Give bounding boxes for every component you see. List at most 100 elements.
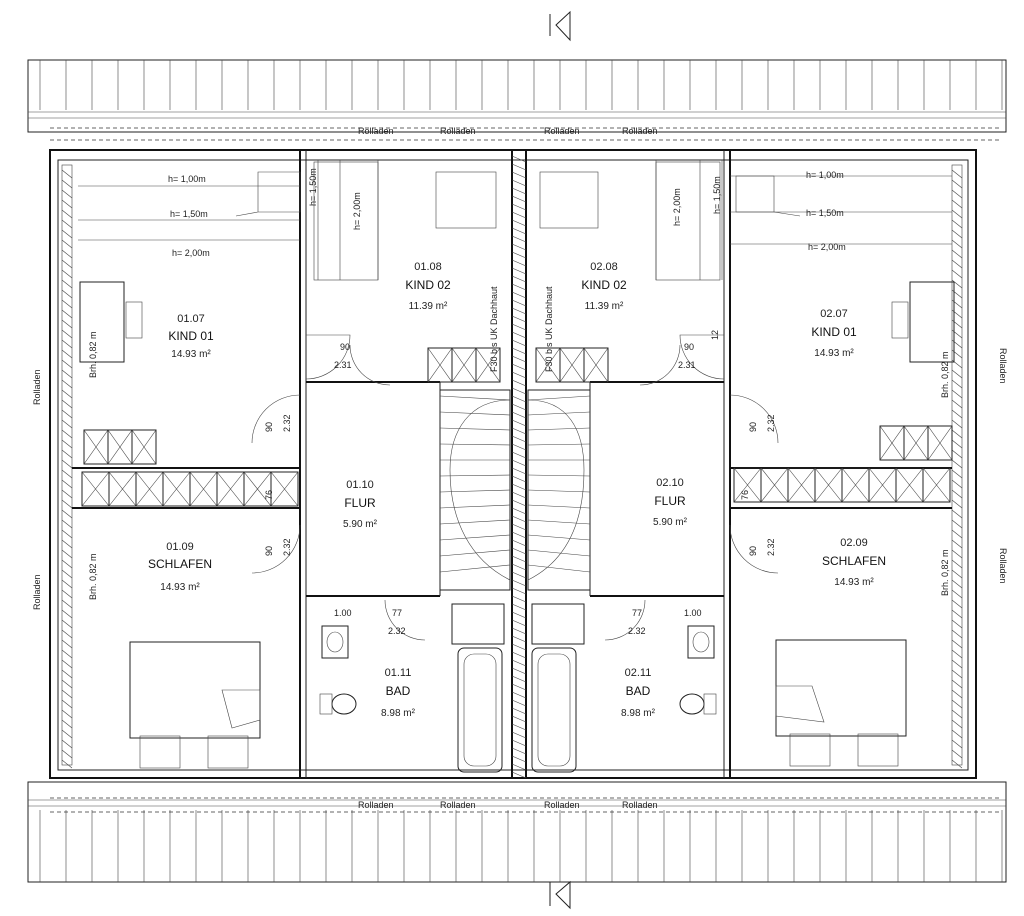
hatch-line <box>61 669 73 679</box>
hatch-line <box>61 569 73 579</box>
hatch-line <box>527 564 591 573</box>
hatch-line <box>61 269 73 279</box>
hatch-line <box>61 639 73 649</box>
hatch-line <box>951 449 963 459</box>
hatch-line <box>951 169 963 179</box>
hatch-line <box>61 199 73 209</box>
hatch-line <box>511 627 527 635</box>
room-area: 11.39 m² <box>409 301 448 312</box>
hatch-line <box>439 474 511 477</box>
room-area: 5.90 m² <box>343 519 378 530</box>
room-area: 14.93 m² <box>834 577 874 588</box>
hatch-line <box>951 609 963 619</box>
hatch-cell <box>927 425 953 461</box>
hatch-line <box>475 347 501 383</box>
hatch-line <box>61 379 73 389</box>
dimension: 90 <box>264 546 274 556</box>
sill-height-note: Brh. 0,82 m <box>940 549 950 596</box>
dimension: 12 <box>710 330 720 340</box>
hatch-line <box>868 467 897 503</box>
hatch-line <box>951 479 963 489</box>
hatch-line <box>951 199 963 209</box>
room-area: 11.39 m² <box>585 301 624 312</box>
room-01-11: 01.11 BAD 8.98 m² <box>381 667 416 719</box>
rolladen-label: Rolladen <box>32 574 42 610</box>
hatch-line <box>511 267 527 275</box>
hatch-line <box>951 389 963 399</box>
hatch-line <box>439 411 511 416</box>
hatch-line <box>511 331 527 339</box>
hatch-line <box>511 539 527 547</box>
hatch-line <box>951 539 963 549</box>
hatch-line <box>61 179 73 189</box>
sill-height-note: Brh. 0,82 m <box>88 331 98 378</box>
hatch-line <box>559 347 585 383</box>
rolladen-label: Rolladen <box>544 800 580 810</box>
hatch-line <box>951 209 963 219</box>
room-name: KIND 02 <box>405 278 451 292</box>
room-id: 02.07 <box>820 308 848 320</box>
hatch-line <box>135 471 164 507</box>
hatch-line <box>511 555 527 563</box>
hatch-line <box>511 715 527 723</box>
hatch-cell <box>131 429 157 465</box>
hatch-line <box>61 749 73 759</box>
hatch-line <box>951 219 963 229</box>
hatch-line <box>61 479 73 489</box>
room-area: 14.93 m² <box>160 582 200 593</box>
hatch-line <box>511 531 527 539</box>
hatch-line <box>951 659 963 669</box>
hatch-line <box>951 409 963 419</box>
hatch-line <box>189 471 218 507</box>
hatch-line <box>511 667 527 675</box>
hatch-line <box>527 443 591 446</box>
hatch-line <box>511 451 527 459</box>
hatch-line <box>61 459 73 469</box>
hatch-line <box>61 599 73 609</box>
hatch-line <box>511 475 527 483</box>
staircase-right <box>527 389 591 591</box>
room-02-08: 02.08 KIND 02 11.39 m² <box>581 261 627 312</box>
hatch-line <box>511 507 527 515</box>
room-name: FLUR <box>654 494 686 508</box>
room-02-07: 02.07 KIND 01 14.93 m² <box>811 308 857 359</box>
hatch-line <box>108 471 137 507</box>
hatch-line <box>951 519 963 529</box>
hatch-line <box>61 629 73 639</box>
hatch-line <box>511 371 527 379</box>
room-01-10: 01.10 FLUR 5.90 m² <box>343 479 378 530</box>
hatch-line <box>951 749 963 759</box>
hatch-line <box>61 739 73 749</box>
height-note: h= 1,50m <box>308 168 318 206</box>
hatch-line <box>511 491 527 499</box>
hatch-line <box>951 549 963 559</box>
hatch-line <box>511 595 527 603</box>
hatch-line <box>511 603 527 611</box>
hatch-line <box>511 611 527 619</box>
height-lines-left <box>78 160 379 280</box>
hatch-line <box>787 467 816 503</box>
hatch-line <box>511 403 527 411</box>
dimension: 77 <box>632 608 642 618</box>
hatch-line <box>61 659 73 669</box>
dimension: 2.32 <box>766 538 776 556</box>
hatch-line <box>451 347 477 383</box>
hatch-line <box>511 307 527 315</box>
rolladen-labels-top: Rolladen Rolladen Rolladen Rolladen <box>358 126 658 136</box>
hatch-line <box>951 739 963 749</box>
hatch-line <box>511 755 527 763</box>
hatch-line <box>439 489 511 493</box>
hatch-line <box>511 211 527 219</box>
hatch-line <box>270 471 299 507</box>
room-id: 01.07 <box>177 313 205 325</box>
hatch-line <box>951 639 963 649</box>
room-id: 02.11 <box>625 667 652 679</box>
hatch-line <box>511 691 527 699</box>
hatch-line <box>131 429 157 465</box>
hatch-line <box>511 723 527 731</box>
room-name: BAD <box>386 684 411 698</box>
hatch-line <box>951 559 963 569</box>
room-id: 01.11 <box>385 667 412 679</box>
hatch-line <box>511 163 527 171</box>
roof-hatching-top <box>27 59 1007 133</box>
